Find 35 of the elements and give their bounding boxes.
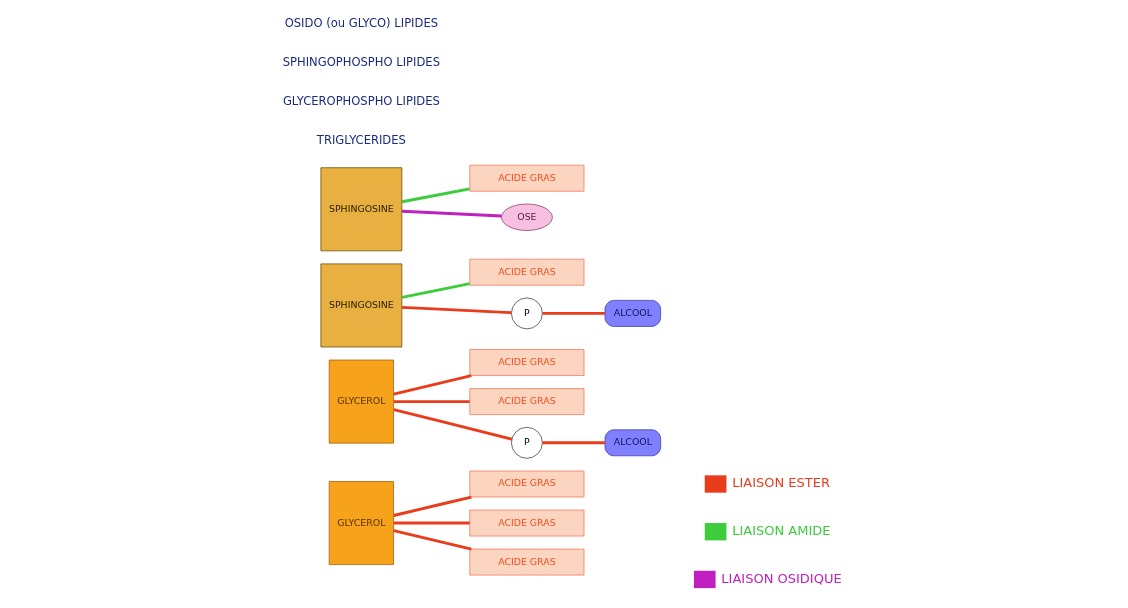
connector — [401, 187, 470, 204]
node-box: ACIDE GRAS — [468, 509, 584, 537]
node-ellipse: OSE — [500, 203, 553, 231]
connector — [393, 400, 470, 404]
legend-label: LIAISON OSIDIQUE — [720, 570, 842, 586]
connector — [401, 305, 512, 315]
node-box: ACIDE GRAS — [468, 470, 584, 498]
label: TRIGLYCERIDES — [316, 133, 406, 148]
connector — [392, 529, 472, 551]
node-box: ALCOOL — [604, 429, 661, 457]
legend-label: LIAISON ESTER — [731, 475, 830, 491]
node-box: ACIDE GRAS — [468, 349, 584, 376]
node-box: ALCOOL — [604, 300, 661, 327]
connector — [393, 521, 470, 525]
label: OSIDO (ou GLYCO) LIPIDES — [284, 15, 438, 30]
legend-label: LIAISON AMIDE — [731, 522, 831, 538]
node-box: SPHINGOSINE — [320, 167, 402, 252]
connector — [541, 311, 605, 315]
node-circle: P — [510, 426, 543, 459]
connector — [392, 495, 472, 517]
label: SPHINGOPHOSPHO LIPIDES — [282, 55, 440, 70]
connector — [401, 209, 501, 218]
node-box: ACIDE GRAS — [468, 388, 584, 415]
connector — [392, 374, 472, 396]
connector — [392, 408, 512, 441]
connector — [541, 441, 605, 445]
node-box: GLYCEROL — [328, 481, 394, 565]
node-box: ACIDE GRAS — [468, 164, 584, 192]
node-circle: P — [510, 297, 543, 330]
node-box: GLYCEROL — [328, 359, 394, 444]
label: GLYCEROPHOSPHO LIPIDES — [282, 94, 440, 109]
node-box: ACIDE GRAS — [468, 548, 584, 576]
node-box: SPHINGOSINE — [320, 263, 402, 348]
node-box: ACIDE GRAS — [468, 258, 584, 286]
connector — [401, 282, 470, 299]
